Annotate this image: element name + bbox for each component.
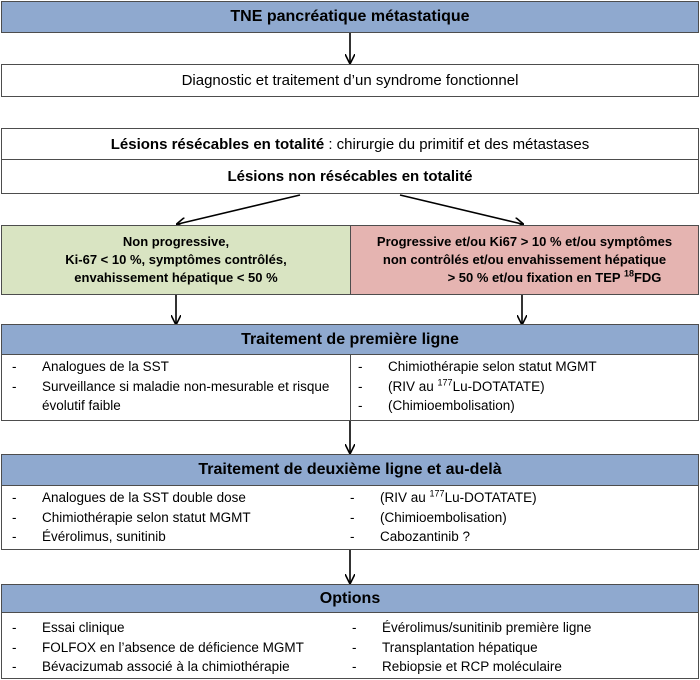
list-item: -Chimiothérapie selon statut MGMT	[12, 509, 251, 525]
resectable-label: Lésions résécables en totalité	[110, 135, 325, 153]
list-item: -FOLFOX en l’absence de déficience MGMT	[12, 639, 304, 655]
options-header: Options	[1, 584, 699, 613]
list-item: -(RIV au 177Lu-DOTATATE)	[350, 488, 537, 505]
second-line-header: Traitement de deuxième ligne et au-delà	[1, 454, 699, 486]
list-item: -Transplantation hépatique	[352, 639, 538, 655]
first-line-title: Traitement de première ligne	[241, 330, 459, 348]
non-resectable-text: Lésions non résécables en totalité	[227, 168, 473, 185]
resectable-box: Lésions résécables en totalité : chirurg…	[1, 128, 699, 160]
first-line-left-list: -Analogues de la SST -Surveillance si ma…	[12, 357, 332, 416]
arrow-nonresectable-to-left	[178, 194, 301, 224]
first-line-divider	[350, 355, 351, 421]
branch-left-line: Ki-67 < 10 %, symptômes contrôlés,	[65, 252, 287, 267]
list-item: -Analogues de la SST double dose	[12, 490, 246, 505]
options-title: Options	[319, 589, 381, 607]
title-box: TNE pancréatique métastatique	[1, 1, 699, 33]
list-item: -Cabozantinib ?	[350, 529, 471, 544]
diagnostic-box: Diagnostic et traitement d’un syndrome f…	[1, 64, 699, 97]
first-line-right-list: -Chimiothérapie selon statut MGMT -(RIV …	[358, 357, 688, 416]
branch-left-line: envahissement hépatique < 50 %	[74, 270, 278, 285]
list-item: -Essai clinique	[12, 620, 125, 635]
options-right-list: -Évérolimus/sunitinib première ligne -Tr…	[352, 618, 692, 677]
branch-right-line: non contrôlés et/ou envahissement hépati…	[382, 252, 667, 267]
first-line-header: Traitement de première ligne	[1, 324, 699, 355]
resectable-detail: : chirurgie du primitif et des métastase…	[324, 135, 590, 153]
arrow-nonresectable-to-right	[399, 194, 522, 224]
title-text: TNE pancréatique métastatique	[230, 8, 470, 25]
list-item: -Bévacizumab associé à la chimiothérapie	[12, 659, 290, 674]
second-line-right-list: -(RIV au 177Lu-DOTATATE) -(Chimioembolis…	[350, 488, 690, 547]
second-line-left-list: -Analogues de la SST double dose -Chimio…	[12, 488, 332, 547]
branch-right-line: Progressive et/ou Ki67 > 10 % et/ou symp…	[376, 234, 673, 249]
branch-right-line: > 50 % et/ou fixation en TEP 18FDG	[447, 268, 662, 285]
list-item: -Analogues de la SST	[12, 359, 169, 374]
list-item: -Chimiothérapie selon statut MGMT	[358, 359, 597, 374]
resectable-text: Lésions résécables en totalité : chirurg…	[111, 136, 590, 153]
diagnostic-text: Diagnostic et traitement d’un syndrome f…	[181, 72, 519, 89]
second-line-title: Traitement de deuxième ligne et au-delà	[198, 461, 502, 478]
list-item: -Surveillance si maladie non-mesurable e…	[12, 378, 330, 414]
branch-left-line: Non progressive,	[122, 234, 230, 249]
list-item: -(Chimioembolisation)	[358, 398, 515, 413]
list-item: -Évérolimus/sunitinib première ligne	[352, 620, 592, 635]
list-item: -Évérolimus, sunitinib	[12, 529, 166, 544]
list-item: -(RIV au 177Lu-DOTATATE)	[358, 377, 545, 394]
non-resectable-box: Lésions non résécables en totalité	[1, 159, 699, 194]
list-item: -Rebiopsie et RCP moléculaire	[352, 659, 562, 674]
list-item: -(Chimioembolisation)	[350, 509, 507, 525]
options-left-list: -Essai clinique -FOLFOX en l’absence de …	[12, 618, 342, 677]
branch-non-progressive: Non progressive, Ki-67 < 10 %, symptômes…	[1, 225, 351, 295]
options-body	[1, 612, 699, 679]
second-line-body	[1, 485, 699, 550]
branch-progressive: Progressive et/ou Ki67 > 10 % et/ou symp…	[350, 225, 699, 295]
